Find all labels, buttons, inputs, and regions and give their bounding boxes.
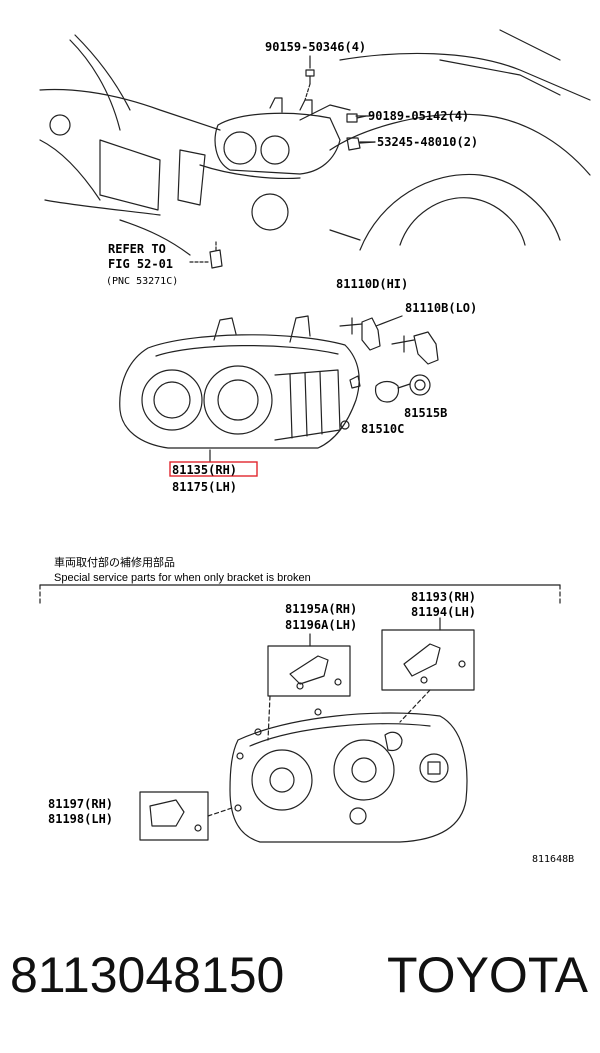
callout-bracket-a-rh[interactable]: 81195A(RH) — [285, 602, 357, 616]
brand-name: TOYOTA — [387, 947, 588, 1003]
headlamp-rear-view — [207, 689, 468, 843]
callout-bracket-a-lh[interactable]: 81196A(LH) — [285, 618, 357, 632]
callout-bracket-b-rh[interactable]: 81193(RH) — [411, 590, 476, 604]
callout-bracket-b-lh[interactable]: 81194(LH) — [411, 605, 476, 619]
bolt-upper-part — [304, 55, 315, 101]
callout-socket[interactable]: 81515B — [404, 406, 447, 420]
socket-part — [409, 374, 431, 396]
footer-bar: 8113048150 TOYOTA — [0, 935, 600, 1015]
refer-clip-part — [189, 239, 223, 269]
bulb-lo-part — [391, 331, 439, 365]
vehicle-front-outline — [39, 29, 591, 256]
callout-unit-rh[interactable]: 81135(RH) — [172, 463, 237, 477]
callout-unit-lh[interactable]: 81175(LH) — [172, 480, 237, 494]
service-note-jp: 車両取付部の補修用部品 — [54, 555, 175, 569]
callout-bolt-upper[interactable]: 90159-50346(4) — [265, 40, 366, 54]
callout-screw-right[interactable]: 90189-05142(4) — [368, 109, 469, 123]
refer-line-2[interactable]: FIG 52-01 — [108, 257, 173, 271]
callout-bulb-small[interactable]: 81510C — [361, 422, 404, 436]
callout-bulb-lo[interactable]: 81110B(LO) — [405, 301, 477, 315]
screw-right-part — [346, 113, 367, 123]
leader-lines — [355, 115, 411, 389]
headlamp-installed — [214, 97, 341, 175]
bracket-b-box — [381, 617, 475, 691]
bracket-a-box — [267, 633, 351, 697]
callout-bracket-c-rh[interactable]: 81197(RH) — [48, 797, 113, 811]
part-number: 8113048150 — [10, 947, 285, 1003]
callout-bracket-c-lh[interactable]: 81198(LH) — [48, 812, 113, 826]
service-section-frame — [39, 584, 561, 606]
service-note-en: Special service parts for when only brac… — [54, 572, 311, 584]
selected-part-highlight — [169, 461, 258, 477]
bulb-small-part — [374, 380, 400, 403]
refer-line-1: REFER TO — [108, 242, 166, 256]
figure-code: 811648B — [532, 854, 574, 865]
bulb-hi-part — [339, 317, 381, 351]
callout-clip-right[interactable]: 53245-48010(2) — [377, 135, 478, 149]
clip-right-part — [346, 137, 376, 151]
callout-bulb-hi[interactable]: 81110D(HI) — [336, 277, 408, 291]
refer-line-3: (PNC 53271C) — [106, 276, 178, 287]
bracket-c-box — [139, 791, 209, 841]
headlamp-assembly — [119, 315, 361, 463]
